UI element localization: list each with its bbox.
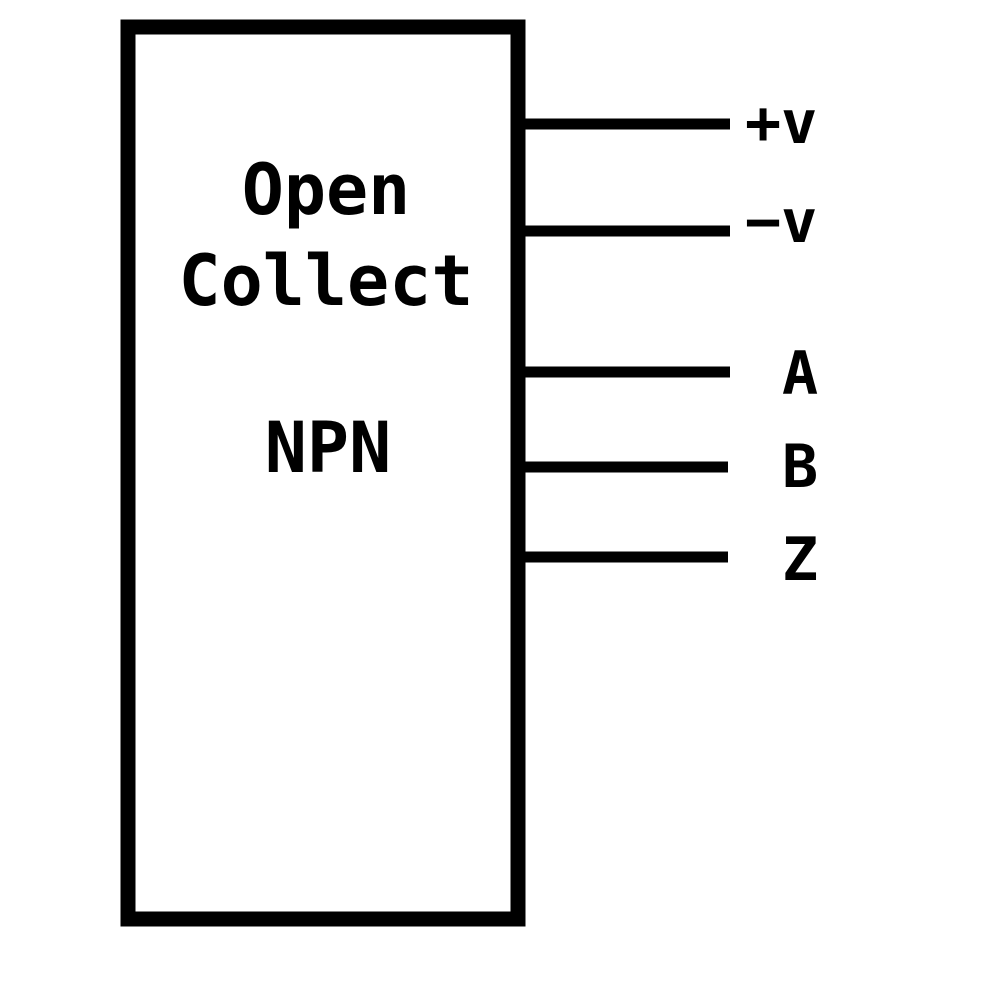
pin-label-neg-v: −v [745,187,817,257]
pin-label-b: B [782,432,818,502]
component-label-line-1: Open [242,149,411,231]
pin-label-pos-v: +v [745,88,817,158]
component-label-line-2: Collect [178,240,473,322]
pin-label-z: Z [782,525,818,595]
component-label-line-3: NPN [265,407,391,489]
pin-label-a: A [782,339,818,409]
component-body [120,19,526,927]
